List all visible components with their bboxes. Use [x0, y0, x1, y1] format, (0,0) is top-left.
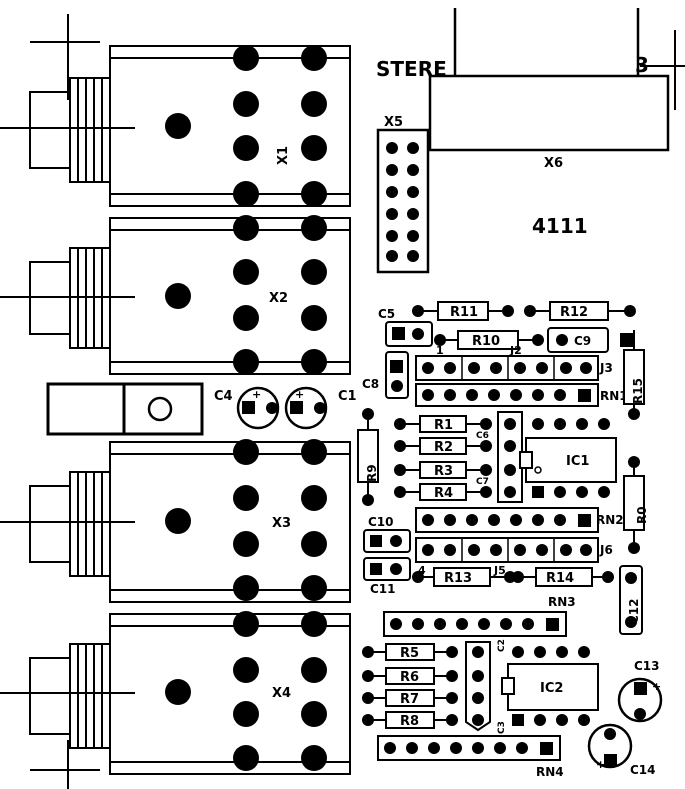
label-c2: C2	[497, 639, 507, 652]
resistor-r15	[623, 330, 645, 420]
label-r7: R7	[400, 692, 419, 707]
resistor-r14	[512, 567, 614, 587]
jack-x1	[0, 45, 351, 207]
resistor-r2	[394, 437, 492, 455]
capacitor-c5	[385, 321, 433, 347]
label-r10: R10	[472, 334, 500, 349]
resistor-network-rn1	[415, 383, 599, 407]
label-c5: C5	[378, 307, 395, 321]
registration-marks	[30, 14, 685, 789]
jack-x2	[0, 215, 351, 375]
label-r5: R5	[400, 646, 419, 661]
capacitor-c10	[363, 529, 411, 553]
resistor-r3	[394, 461, 492, 479]
resistor-r11	[412, 301, 514, 321]
ic2	[501, 646, 599, 726]
header-x5	[376, 128, 430, 274]
resistor-r8	[362, 711, 458, 729]
resistor-network-rn3	[383, 611, 567, 637]
label-x4: X4	[272, 686, 291, 701]
label-j6: J6	[599, 543, 613, 557]
ic1	[519, 418, 617, 498]
label-j2: J2	[509, 344, 522, 357]
capacitor-c1: +	[284, 386, 328, 430]
svg-text:+: +	[652, 680, 661, 693]
jack-x3	[0, 439, 351, 603]
capacitor-c4: +	[236, 386, 280, 430]
label-c13: C13	[634, 659, 660, 673]
label-c9: C9	[574, 334, 591, 348]
resistor-r0	[623, 456, 645, 554]
label-r14: R14	[546, 571, 574, 586]
svg-text:+: +	[596, 758, 605, 771]
label-j1: 1	[436, 344, 444, 357]
resistor-r7	[362, 689, 458, 707]
label-rn3: RN3	[548, 595, 576, 609]
label-r13: R13	[444, 571, 472, 586]
label-x2: X2	[269, 291, 288, 306]
label-x3: X3	[272, 516, 291, 531]
board-title: STERE	[376, 57, 447, 81]
jack-x4	[0, 611, 351, 775]
resistor-r6	[362, 667, 458, 685]
label-j4: 4	[418, 564, 426, 577]
label-x1: X1	[276, 146, 291, 165]
capacitor-c8	[385, 351, 409, 399]
resistor-r5	[362, 643, 458, 661]
label-rn2: RN2	[596, 513, 624, 527]
svg-text:+: +	[295, 388, 304, 401]
label-r12: R12	[560, 305, 588, 320]
resistor-r4	[394, 483, 492, 501]
label-r9: R9	[365, 464, 379, 482]
label-c12: C12	[627, 598, 641, 624]
label-ic2: IC2	[540, 681, 563, 696]
label-r3: R3	[434, 464, 453, 479]
label-c7: C7	[476, 477, 489, 487]
resistor-r1	[394, 415, 492, 433]
resistor-r10	[434, 330, 544, 350]
label-r15: R15	[631, 378, 645, 404]
capacitor-c12	[619, 565, 643, 635]
label-rn1: RN1	[600, 389, 628, 403]
jumper-column	[497, 411, 523, 503]
jumper-column-ic2	[465, 641, 491, 732]
label-r0: R0	[635, 506, 649, 524]
connector-x6	[428, 8, 670, 152]
label-c11: C11	[370, 582, 396, 596]
label-r2: R2	[434, 440, 453, 455]
resistor-r9	[357, 408, 379, 506]
capacitor-c9	[547, 327, 634, 353]
label-ic1: IC1	[566, 454, 589, 469]
label-j3: J3	[599, 361, 613, 375]
label-x6: X6	[544, 156, 563, 171]
label-j5: J5	[493, 564, 506, 577]
label-x5: X5	[384, 115, 403, 130]
label-c8: C8	[362, 377, 379, 391]
capacitor-c11	[363, 557, 411, 581]
capacitor-c14: +	[587, 723, 633, 771]
resistor-network-rn2	[415, 507, 599, 533]
jumper-row-j3	[415, 355, 599, 381]
label-c6: C6	[476, 431, 489, 441]
capacitor-c13: +	[617, 677, 663, 723]
label-r1: R1	[434, 418, 453, 433]
label-c10: C10	[368, 515, 394, 529]
label-r6: R6	[400, 670, 419, 685]
label-c14: C14	[630, 763, 656, 777]
part-number: 4111	[532, 214, 588, 238]
label-r4: R4	[434, 486, 453, 501]
label-c1: C1	[338, 389, 357, 404]
label-rn4: RN4	[536, 765, 564, 779]
label-r8: R8	[400, 714, 419, 729]
resistor-network-rn4	[377, 735, 561, 761]
label-c4: C4	[214, 389, 233, 404]
svg-text:+: +	[252, 388, 261, 401]
label-c3: C3	[497, 721, 507, 734]
regulator-footprint	[46, 382, 204, 436]
label-r11: R11	[450, 305, 478, 320]
resistor-r12	[524, 301, 636, 321]
jumper-row-j6	[415, 537, 599, 563]
